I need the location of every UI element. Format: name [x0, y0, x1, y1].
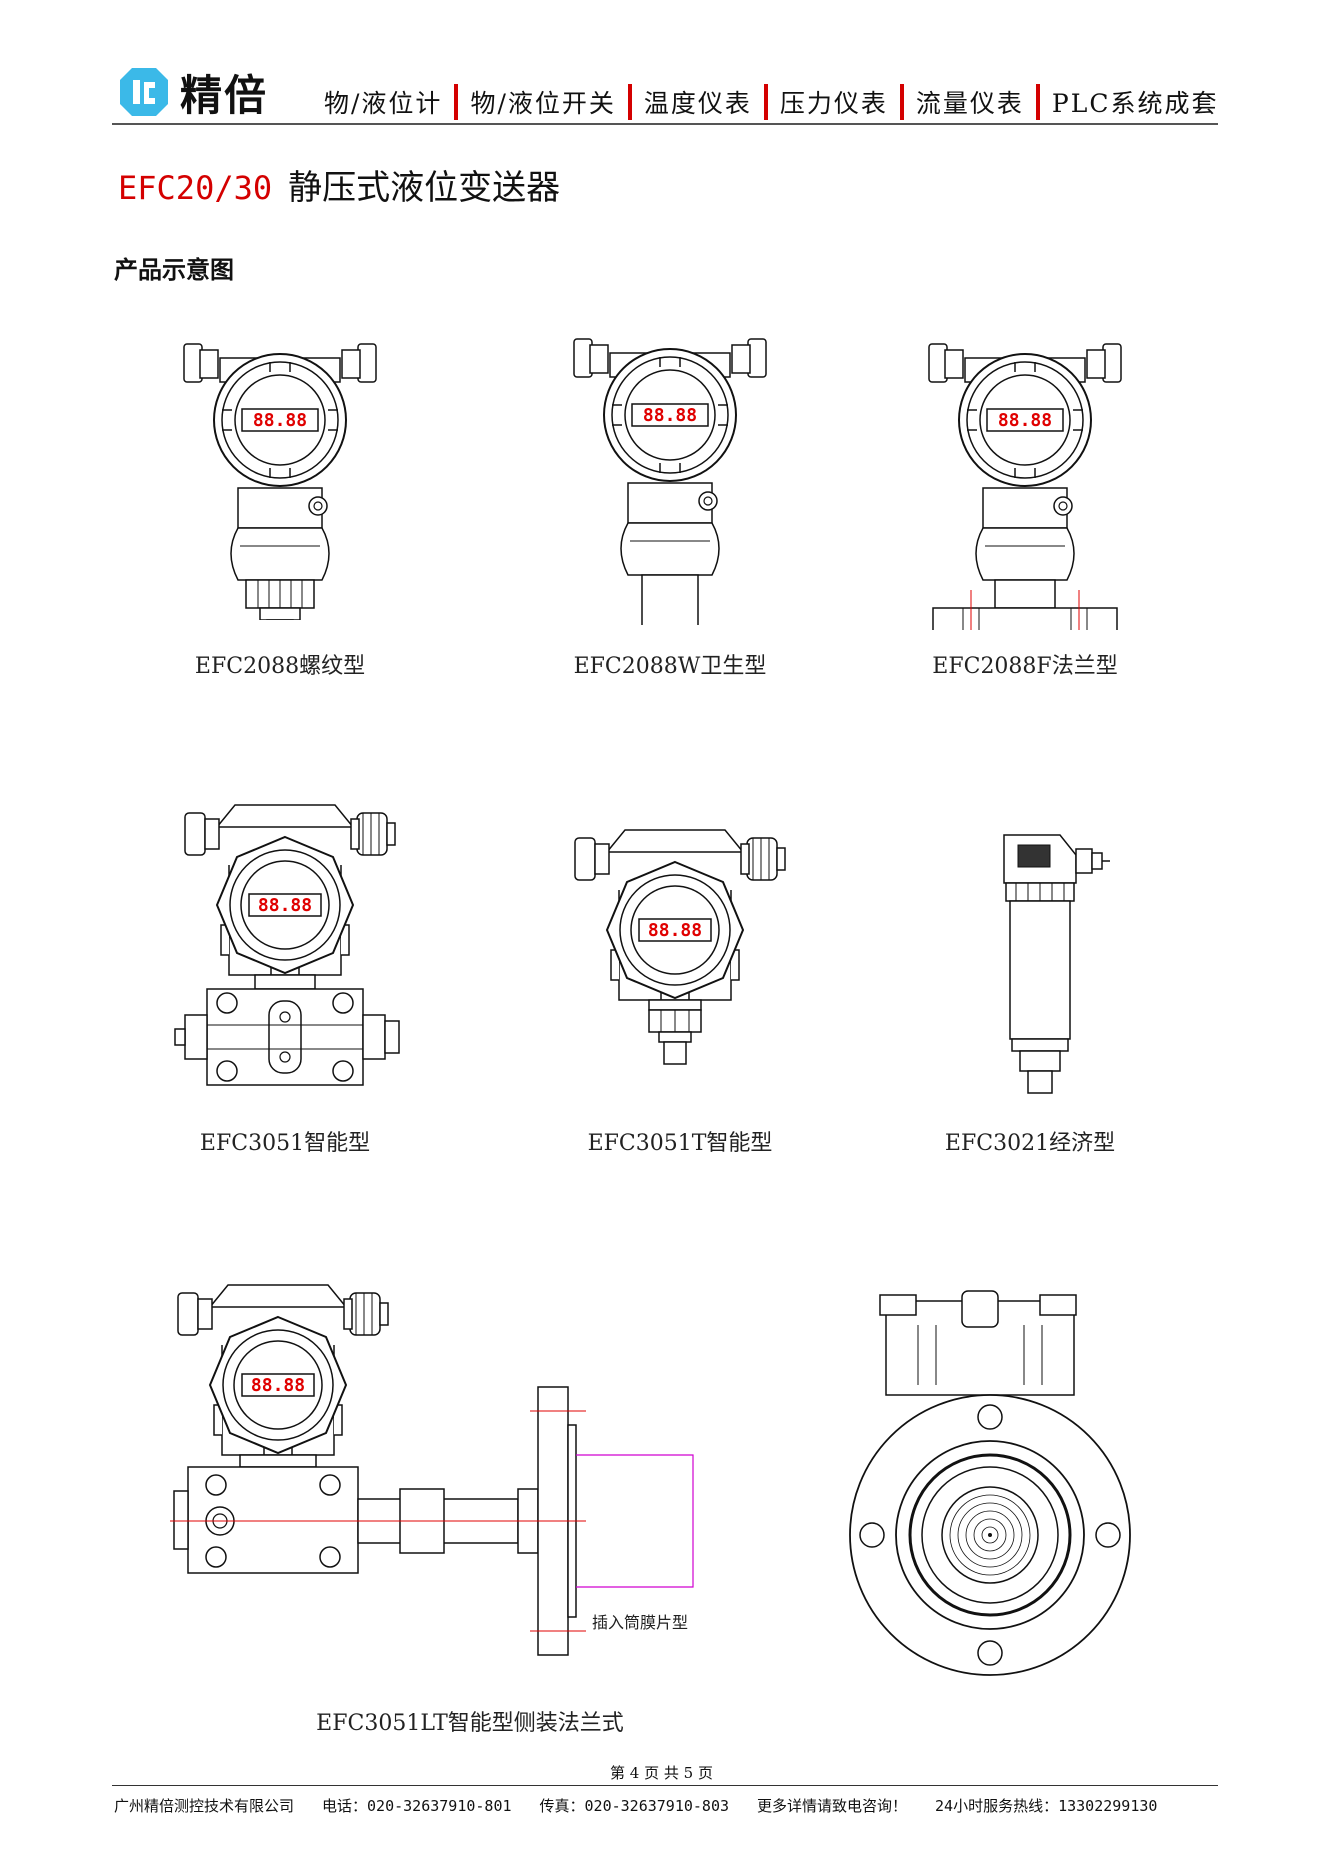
- caption-efc3051t: EFC3051T智能型: [587, 1131, 773, 1156]
- caption-efc3051lt: EFC3051LT智能型侧装法兰式: [316, 1711, 624, 1736]
- nav-item-plc[interactable]: PLC系统成套: [1051, 89, 1219, 118]
- efc2088w-sanitary-drawing: 88.88: [560, 325, 780, 640]
- efc3051lt-side-flange-drawing: 88.88: [160, 1275, 720, 1699]
- footer: 广州精倍测控技术有限公司 电话：020-32637910-801 传真：020-…: [114, 1795, 1157, 1816]
- efc3051-smart-drawing: 88.88: [165, 800, 405, 1104]
- product-name: 静压式液位变送器: [288, 168, 561, 208]
- caption-efc3051: EFC3051智能型: [199, 1131, 371, 1156]
- insert-diaphragm-note: 插入筒膜片型: [592, 1613, 689, 1632]
- led-display: 88.88: [643, 405, 697, 426]
- caption-efc2088w: EFC2088W卫生型: [573, 654, 767, 679]
- service-hotline: 24小时服务热线：13302299130: [935, 1797, 1158, 1815]
- caption-efc3021: EFC3021经济型: [944, 1131, 1116, 1156]
- fax-number: 传真：020-32637910-803: [539, 1797, 730, 1815]
- led-display: 88.88: [258, 895, 312, 916]
- efc2088f-flange-drawing: 88.88: [915, 330, 1135, 645]
- page-title: EFC20/30 静压式液位变送器: [118, 160, 560, 209]
- section-heading: 产品示意图: [114, 256, 234, 284]
- efc3021-economy-drawing: [950, 825, 1130, 1109]
- contact-slogan: 更多详情请致电咨询！: [757, 1797, 908, 1815]
- footer-divider: [112, 1785, 1218, 1786]
- led-display: 88.88: [998, 410, 1052, 431]
- nav-item-pressure[interactable]: 压力仪表: [779, 89, 888, 118]
- led-display: 88.88: [648, 920, 702, 941]
- nav-separator: [899, 84, 904, 120]
- top-navigation: 物/液位计 物/液位开关 温度仪表 压力仪表 流量仪表 PLC系统成套: [312, 84, 1230, 120]
- led-display: 88.88: [251, 1375, 305, 1396]
- nav-separator: [627, 84, 632, 120]
- nav-item-level-meters[interactable]: 物/液位计: [324, 89, 443, 118]
- nav-item-level-switches[interactable]: 物/液位开关: [470, 89, 616, 118]
- jingbei-logo-icon: [118, 66, 170, 118]
- product-code: EFC20/30: [118, 169, 273, 207]
- nav-separator: [454, 84, 459, 120]
- nav-separator: [763, 84, 768, 120]
- page-number: 第 4 页 共 5 页: [610, 1764, 713, 1782]
- brand-name: 精倍: [180, 71, 269, 120]
- flange-front-view-drawing: [840, 1285, 1140, 1689]
- header-divider: [112, 123, 1218, 125]
- nav-separator: [1035, 84, 1040, 120]
- phone-number: 电话：020-32637910-801: [322, 1797, 512, 1815]
- company-name: 广州精倍测控技术有限公司: [114, 1797, 295, 1815]
- nav-item-temperature[interactable]: 温度仪表: [643, 89, 752, 118]
- caption-efc2088f: EFC2088F法兰型: [932, 654, 1118, 679]
- nav-item-flow[interactable]: 流量仪表: [915, 89, 1024, 118]
- efc2088-thread-drawing: 88.88: [170, 330, 390, 641]
- efc3051t-smart-drawing: 88.88: [555, 825, 795, 1109]
- caption-efc2088: EFC2088螺纹型: [194, 654, 366, 679]
- led-display: 88.88: [253, 410, 307, 431]
